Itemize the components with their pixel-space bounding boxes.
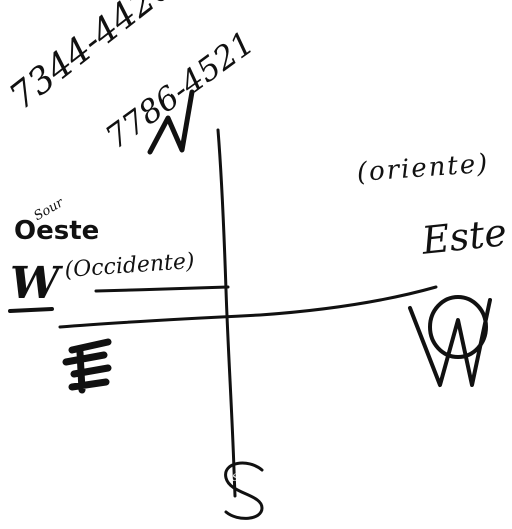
north-letter: N: [164, 87, 173, 98]
underline-w: [8, 307, 54, 313]
west-word: Oeste: [14, 216, 100, 246]
south-s-mark: [224, 461, 264, 520]
north-n-mark: [147, 89, 195, 155]
west-scribble: [62, 338, 112, 394]
east-circle: [428, 295, 488, 359]
east-word: Este: [419, 210, 509, 263]
south-letter: S: [232, 473, 239, 484]
west-east-axis: [58, 285, 438, 329]
north-south-axis: [216, 128, 237, 498]
east-letter: E: [72, 397, 80, 408]
east-w-mark: [408, 298, 492, 387]
underline-occidente: [94, 285, 230, 293]
west-letter: W: [10, 258, 60, 309]
